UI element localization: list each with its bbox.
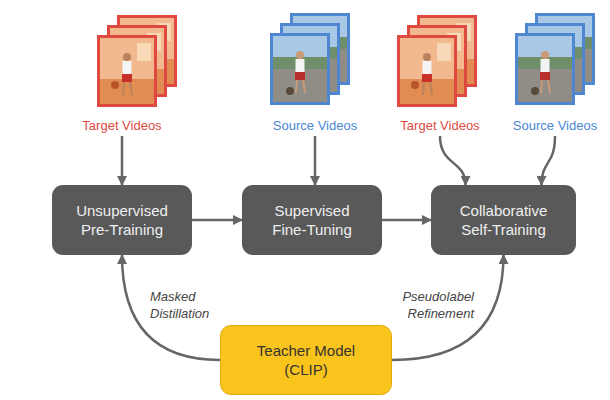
video-frame <box>97 35 157 107</box>
video-label: Target Videos <box>80 118 163 134</box>
process-box: Supervised Fine-Tuning <box>242 185 382 255</box>
video-frame <box>270 33 330 105</box>
video-stack: Source Videos <box>260 8 370 136</box>
connector-arrow <box>392 255 504 360</box>
video-stack: Source Videos <box>505 8 605 136</box>
edge-label: Pseudolabel Refinement <box>396 288 474 322</box>
box-label: Collaborative Self-Training <box>454 201 554 239</box>
edge-label: Masked Distillation <box>150 288 228 322</box>
video-stack: Target Videos <box>385 8 495 136</box>
connector-arrow <box>382 219 431 222</box>
connector-arrow <box>440 136 466 185</box>
connector-arrow <box>314 136 317 185</box>
video-frame <box>397 35 457 107</box>
teacher-box: Teacher Model (CLIP) <box>220 325 392 395</box>
video-label: Source Videos <box>271 118 359 134</box>
video-label: Source Videos <box>511 118 599 134</box>
video-frame <box>515 33 575 105</box>
video-stack: Target Videos <box>67 8 177 136</box>
box-label: Unsupervised Pre-Training <box>72 201 172 239</box>
video-label: Target Videos <box>398 118 481 134</box>
process-box: Unsupervised Pre-Training <box>52 185 192 255</box>
connector-arrow <box>121 136 124 185</box>
process-box: Collaborative Self-Training <box>431 185 576 255</box>
connector-arrow <box>542 136 556 185</box>
connector-arrow <box>192 219 242 222</box>
box-label: Teacher Model (CLIP) <box>251 341 361 379</box>
box-label: Supervised Fine-Tuning <box>262 201 362 239</box>
